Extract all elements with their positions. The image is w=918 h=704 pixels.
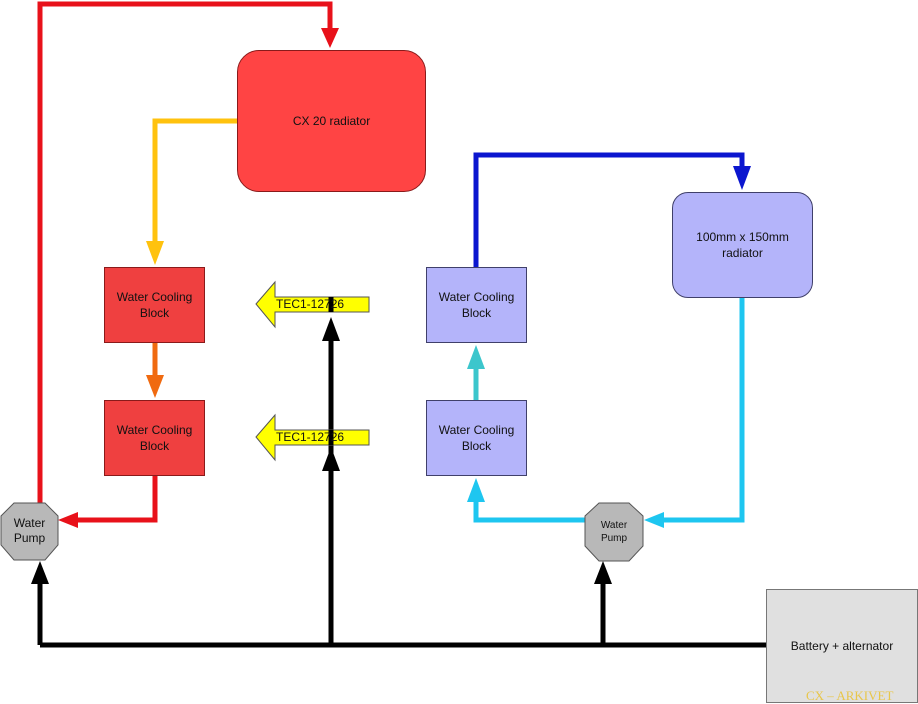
- peltier-top-label: TEC1-12726: [276, 297, 345, 311]
- arrowhead-into-left-pump: [58, 512, 78, 528]
- power-wiring: [31, 317, 766, 648]
- pipe-cx20-to-left-block: [152, 118, 237, 250]
- pipe-right-pump-to-right-block: [473, 494, 586, 523]
- right-water-block-top: Water Cooling Block: [426, 267, 527, 343]
- octagon-pump-icon: [0, 502, 59, 561]
- arrowhead-power-tec-top: [322, 317, 340, 341]
- pipe-pump-to-cx20: [37, 1, 333, 505]
- hot-loop-pipe: [37, 1, 339, 528]
- pipe-right-block-to-small-radiator: [473, 152, 745, 268]
- pipe-small-radiator-to-right-pump: [662, 298, 745, 523]
- battery-alternator-label: Battery + alternator: [790, 639, 894, 653]
- arrowhead-into-cx20: [321, 28, 339, 48]
- left-water-block-top: Water Cooling Block: [104, 267, 205, 343]
- arrowhead-into-left-block-bottom: [146, 375, 164, 398]
- small-radiator-label: 100mm x 150mm radiator: [696, 230, 789, 260]
- arrowhead-into-small-radiator: [733, 166, 751, 190]
- cx20-radiator-label: CX 20 radiator: [292, 114, 371, 128]
- cx20-radiator: CX 20 radiator: [237, 50, 426, 192]
- arrowhead-into-left-block-top: [146, 241, 164, 265]
- peltier-top: [255, 280, 370, 329]
- arrow-left-label-icon: [255, 280, 370, 329]
- pipe-block-to-pump: [76, 476, 158, 523]
- warm-flow-pipe: [146, 118, 237, 265]
- arrow-left-label-icon: [255, 413, 370, 462]
- cold-loop-pipe: [467, 152, 751, 528]
- arrowhead-into-right-block-top: [467, 345, 485, 369]
- mid-flow-pipe: [146, 343, 164, 398]
- left-pump-label: Water Pump: [13, 516, 46, 545]
- arrowhead-power-tec-bottom: [322, 447, 340, 471]
- right-water-block-bottom: Water Cooling Block: [426, 400, 527, 476]
- small-radiator: 100mm x 150mm radiator: [672, 192, 813, 298]
- left-water-block-top-label: Water Cooling Block: [116, 290, 193, 320]
- arrowhead-power-left-pump: [31, 561, 49, 584]
- battery-alternator: Battery + alternator: [766, 589, 918, 703]
- arrowhead-into-right-block-bottom: [467, 478, 485, 502]
- octagon-pump-icon: [584, 502, 644, 562]
- left-water-block-bottom: Water Cooling Block: [104, 400, 205, 476]
- left-water-block-bottom-label: Water Cooling Block: [116, 423, 193, 453]
- watermark: CX – ARKIVET: [806, 688, 894, 703]
- right-water-block-top-label: Water Cooling Block: [438, 290, 515, 320]
- arrowhead-into-right-pump: [644, 512, 664, 528]
- peltier-bottom: [255, 413, 370, 462]
- right-pump-label: Water Pump: [600, 520, 628, 544]
- arrowhead-power-right-pump: [594, 561, 612, 584]
- right-water-block-bottom-label: Water Cooling Block: [438, 423, 515, 453]
- peltier-bottom-label: TEC1-12726: [276, 430, 345, 444]
